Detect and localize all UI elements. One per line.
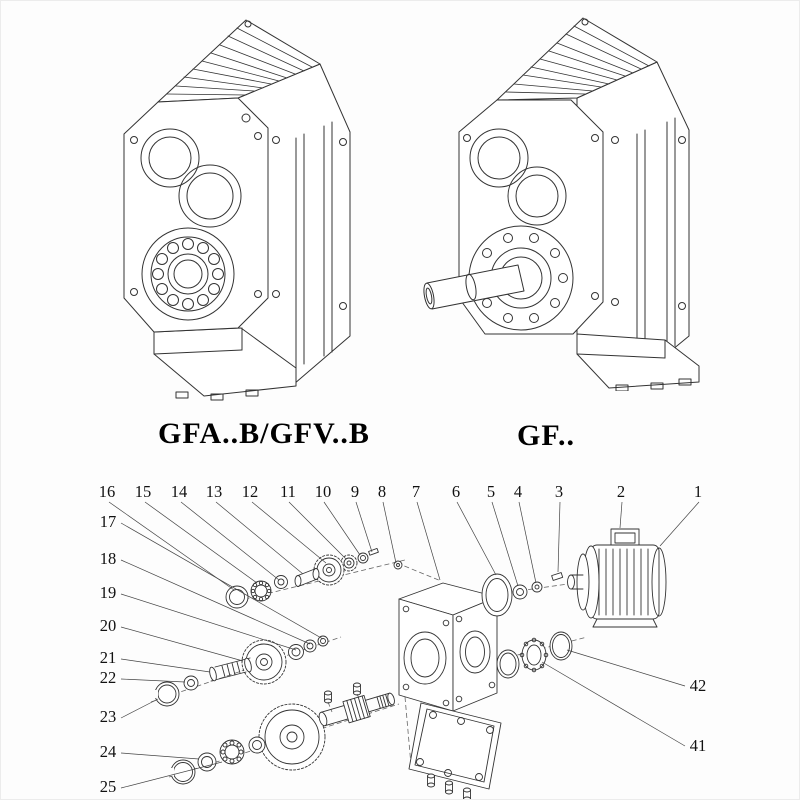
bearing: [521, 639, 547, 671]
output-bearing: [141, 227, 235, 321]
gearbox-body: [123, 19, 351, 401]
leader-lines: [108, 501, 700, 789]
callout-16: 16: [99, 482, 116, 501]
callout-13: 13: [206, 482, 223, 501]
callout-41: 41: [690, 736, 707, 755]
callout-42: 42: [690, 676, 707, 695]
callout-1: 1: [694, 482, 702, 501]
model-label-gf: GF..: [517, 419, 575, 452]
callout-5: 5: [487, 482, 495, 501]
callout-3: 3: [555, 482, 563, 501]
callout-9: 9: [351, 482, 359, 501]
lifting-eye: [581, 18, 589, 26]
callout-numbers-top: 16 15 14 13 12 11 10 9 8 7 6 5 4 3 2 1: [99, 482, 702, 501]
cooling-fins: [166, 27, 313, 96]
cover-plate: [408, 702, 502, 790]
callout-24: 24: [100, 742, 117, 761]
gearbox-body: [423, 17, 700, 391]
callout-18: 18: [100, 549, 117, 568]
callout-22: 22: [100, 668, 117, 687]
callout-4: 4: [514, 482, 522, 501]
motor-side-small-parts: [481, 572, 564, 617]
gear-housing: [398, 582, 498, 712]
mounting-foot: [576, 333, 700, 391]
helical-gear: [241, 639, 287, 685]
gasket: [481, 573, 513, 617]
bearing-bores: [140, 128, 242, 228]
gearbox-drawing-gfab: [123, 19, 351, 401]
callout-17: 17: [100, 512, 117, 531]
callout-25: 25: [100, 777, 117, 796]
callout-6: 6: [452, 482, 460, 501]
mounting-foot: [153, 327, 297, 401]
callout-15: 15: [135, 482, 152, 501]
bearing: [219, 739, 245, 765]
output-shaft-parts: [168, 682, 395, 785]
pinion-shaft: [318, 692, 395, 727]
gearbox-drawing-gf: [423, 17, 700, 391]
cover-bolts: [427, 773, 471, 799]
output-gear: [258, 703, 326, 771]
input-shaft-parts: [225, 547, 403, 609]
lifting-eye: [244, 20, 252, 28]
callout-21: 21: [100, 648, 117, 667]
flange-rings: [496, 631, 573, 679]
cooling-fins: [505, 25, 650, 95]
callout-12: 12: [242, 482, 259, 501]
callout-numbers-right: 42 41: [690, 676, 707, 755]
callout-numbers-left: 17 18 19 20 21 22 23 24 25: [100, 512, 117, 796]
bearing-bores: [469, 128, 567, 226]
callout-19: 19: [100, 583, 117, 602]
callout-14: 14: [171, 482, 188, 501]
model-label-gfab: GFA..B/GFV..B: [158, 417, 370, 450]
callout-20: 20: [100, 616, 117, 635]
exploded-parts-diagram: 16 15 14 13 12 11 10 9 8 7 6 5 4 3 2 1 1…: [99, 482, 707, 799]
retaining-ring: [154, 681, 180, 707]
callout-10: 10: [315, 482, 332, 501]
dowel-pins: [324, 682, 361, 704]
callout-7: 7: [412, 482, 420, 501]
callout-11: 11: [280, 482, 296, 501]
callout-2: 2: [617, 482, 625, 501]
motor-drawing: [567, 528, 667, 628]
callout-23: 23: [100, 707, 117, 726]
intermediate-shaft-parts: [152, 635, 329, 707]
output-shaft: [423, 264, 525, 310]
callout-8: 8: [378, 482, 386, 501]
